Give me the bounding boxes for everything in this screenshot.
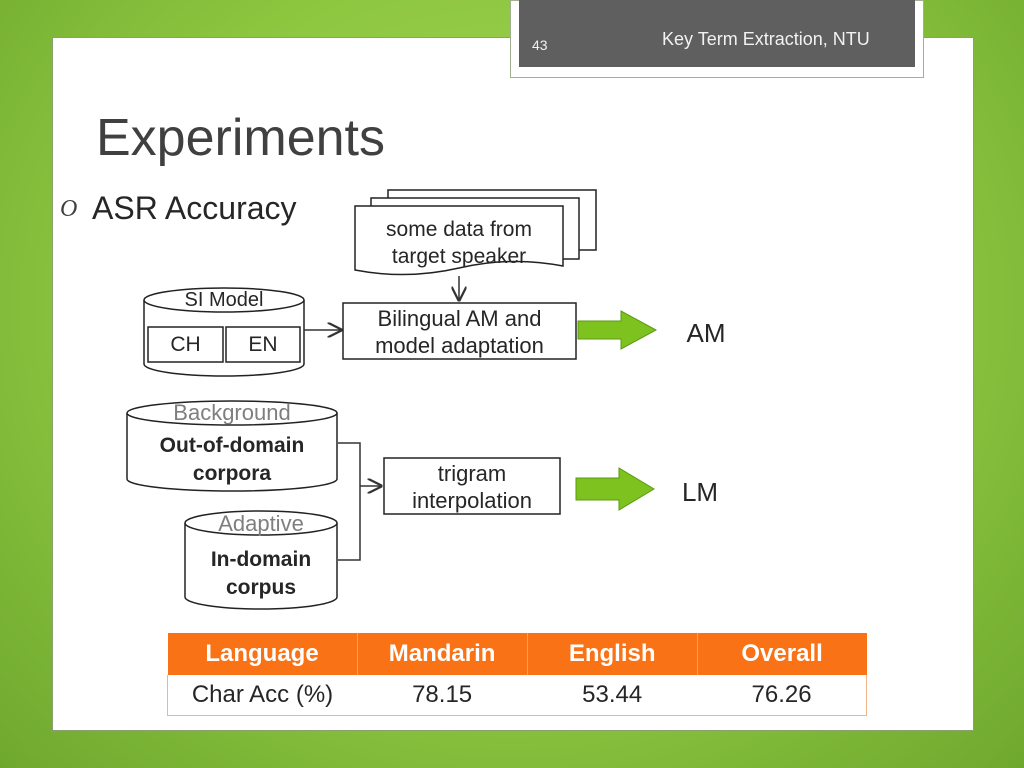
trigram-box — [383, 457, 561, 515]
table-row: Char Acc (%) 78.15 53.44 76.26 — [167, 675, 868, 716]
background-corpus-label: Out-of-domain corpora — [159, 434, 305, 485]
en-label: EN — [248, 333, 278, 356]
bullet-text: ASR Accuracy — [92, 190, 297, 226]
page-title: Experiments — [96, 109, 385, 167]
am-label: AM — [686, 318, 726, 348]
background-cylinder — [126, 400, 338, 492]
header-bar — [519, 0, 915, 67]
doc-stack-label: some data from target speaker — [386, 218, 532, 268]
lm-label: LM — [681, 477, 719, 507]
table-header-cell: Language — [167, 633, 358, 675]
si-model-label: SI Model — [184, 289, 264, 311]
slide-panel — [52, 37, 974, 731]
slide-number: 43 — [532, 37, 548, 53]
accuracy-table: Language Mandarin English Overall Char A… — [167, 633, 868, 716]
table-cell: 76.26 — [697, 675, 868, 716]
table-header-cell: Mandarin — [357, 633, 528, 675]
table-header-cell: English — [527, 633, 698, 675]
o-bullet-icon: O — [60, 196, 78, 222]
table-cell: 78.15 — [357, 675, 528, 716]
adaptive-corpus-label: In-domain corpus — [210, 548, 312, 599]
lm-arrow-icon — [575, 467, 655, 511]
document-stack-icon — [354, 189, 597, 276]
adaptive-cylinder — [184, 510, 338, 610]
table-header-row: Language Mandarin English Overall — [167, 633, 867, 675]
ch-label: CH — [170, 333, 201, 356]
header-title: Key Term Extraction, NTU — [662, 29, 870, 49]
table-header-cell: Overall — [697, 633, 867, 675]
background-label: Background — [173, 400, 291, 425]
connector-corpora-to-trigram — [338, 442, 361, 561]
table-cell: Char Acc (%) — [167, 675, 358, 716]
adaptive-label: Adaptive — [218, 511, 304, 536]
table-cell: 53.44 — [527, 675, 698, 716]
trigram-label: trigram interpolation — [412, 461, 532, 513]
am-arrow-icon — [577, 310, 658, 350]
en-box — [225, 326, 301, 363]
bilingual-label: Bilingual AM and model adaptation — [375, 306, 544, 358]
bilingual-box — [342, 302, 577, 360]
ch-box — [147, 326, 224, 363]
